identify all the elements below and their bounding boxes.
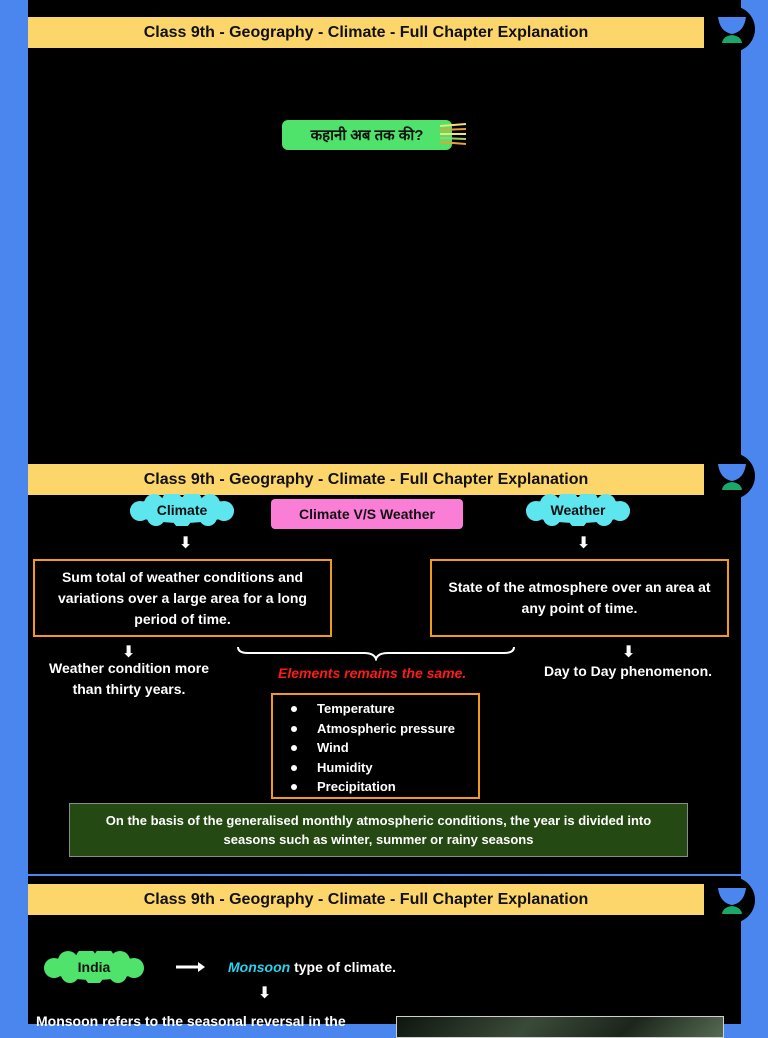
weather-definition: State of the atmosphere over an area at … (430, 559, 729, 637)
list-item: Precipitation (273, 777, 478, 797)
brush-icon (439, 123, 467, 145)
down-arrow-icon: ⬇ (622, 644, 636, 661)
down-arrow-icon: ⬇ (577, 535, 591, 552)
monsoon-photo (396, 1016, 724, 1038)
brace-icon (237, 646, 515, 661)
slide-title: Class 9th - Geography - Climate - Full C… (28, 464, 704, 495)
india-cloud: India (34, 951, 154, 983)
list-item: Wind (273, 738, 478, 758)
climate-label: Climate (156, 502, 208, 518)
monsoon-definition: Monsoon refers to the seasonal reversal … (36, 1013, 346, 1029)
logo-icon (709, 6, 755, 52)
story-so-far-label: कहानी अब तक की? (310, 127, 424, 144)
climate-vs-weather-label: Climate V/S Weather (271, 499, 463, 529)
logo-icon (709, 453, 755, 499)
monsoon-word: Monsoon (228, 959, 291, 975)
down-arrow-icon: ⬇ (122, 644, 136, 661)
india-label: India (77, 959, 111, 975)
climate-cloud: Climate (118, 494, 246, 526)
slide-1: Class 9th - Geography - Climate - Full C… (28, 0, 755, 447)
down-arrow-icon: ⬇ (258, 985, 272, 1002)
logo-icon (709, 877, 755, 923)
slide-title: Class 9th - Geography - Climate - Full C… (28, 17, 704, 48)
elements-heading: Elements remains the same. (278, 665, 467, 681)
story-so-far-badge: कहानी अब तक की? (282, 120, 452, 150)
elements-list: Temperature Atmospheric pressure Wind Hu… (271, 693, 480, 799)
seasons-note: On the basis of the generalised monthly … (69, 803, 688, 857)
monsoon-rest: type of climate. (290, 959, 397, 975)
weather-note: Day to Day phenomenon. (543, 663, 713, 679)
list-item: Atmospheric pressure (273, 719, 478, 739)
slide-2: Class 9th - Geography - Climate - Full C… (28, 447, 755, 874)
climate-definition: Sum total of weather conditions and vari… (33, 559, 332, 637)
right-arrow-icon (176, 962, 205, 972)
slide-title: Class 9th - Geography - Climate - Full C… (28, 884, 704, 915)
slide-3: Class 9th - Geography - Climate - Full C… (28, 876, 755, 1038)
monsoon-type-text: Monsoon type of climate. (228, 957, 396, 978)
list-item: Humidity (273, 758, 478, 778)
climate-note: Weather condition more than thirty years… (49, 660, 209, 697)
list-item: Temperature (273, 699, 478, 719)
weather-label: Weather (550, 502, 606, 518)
down-arrow-icon: ⬇ (179, 535, 193, 552)
weather-cloud: Weather (514, 494, 642, 526)
